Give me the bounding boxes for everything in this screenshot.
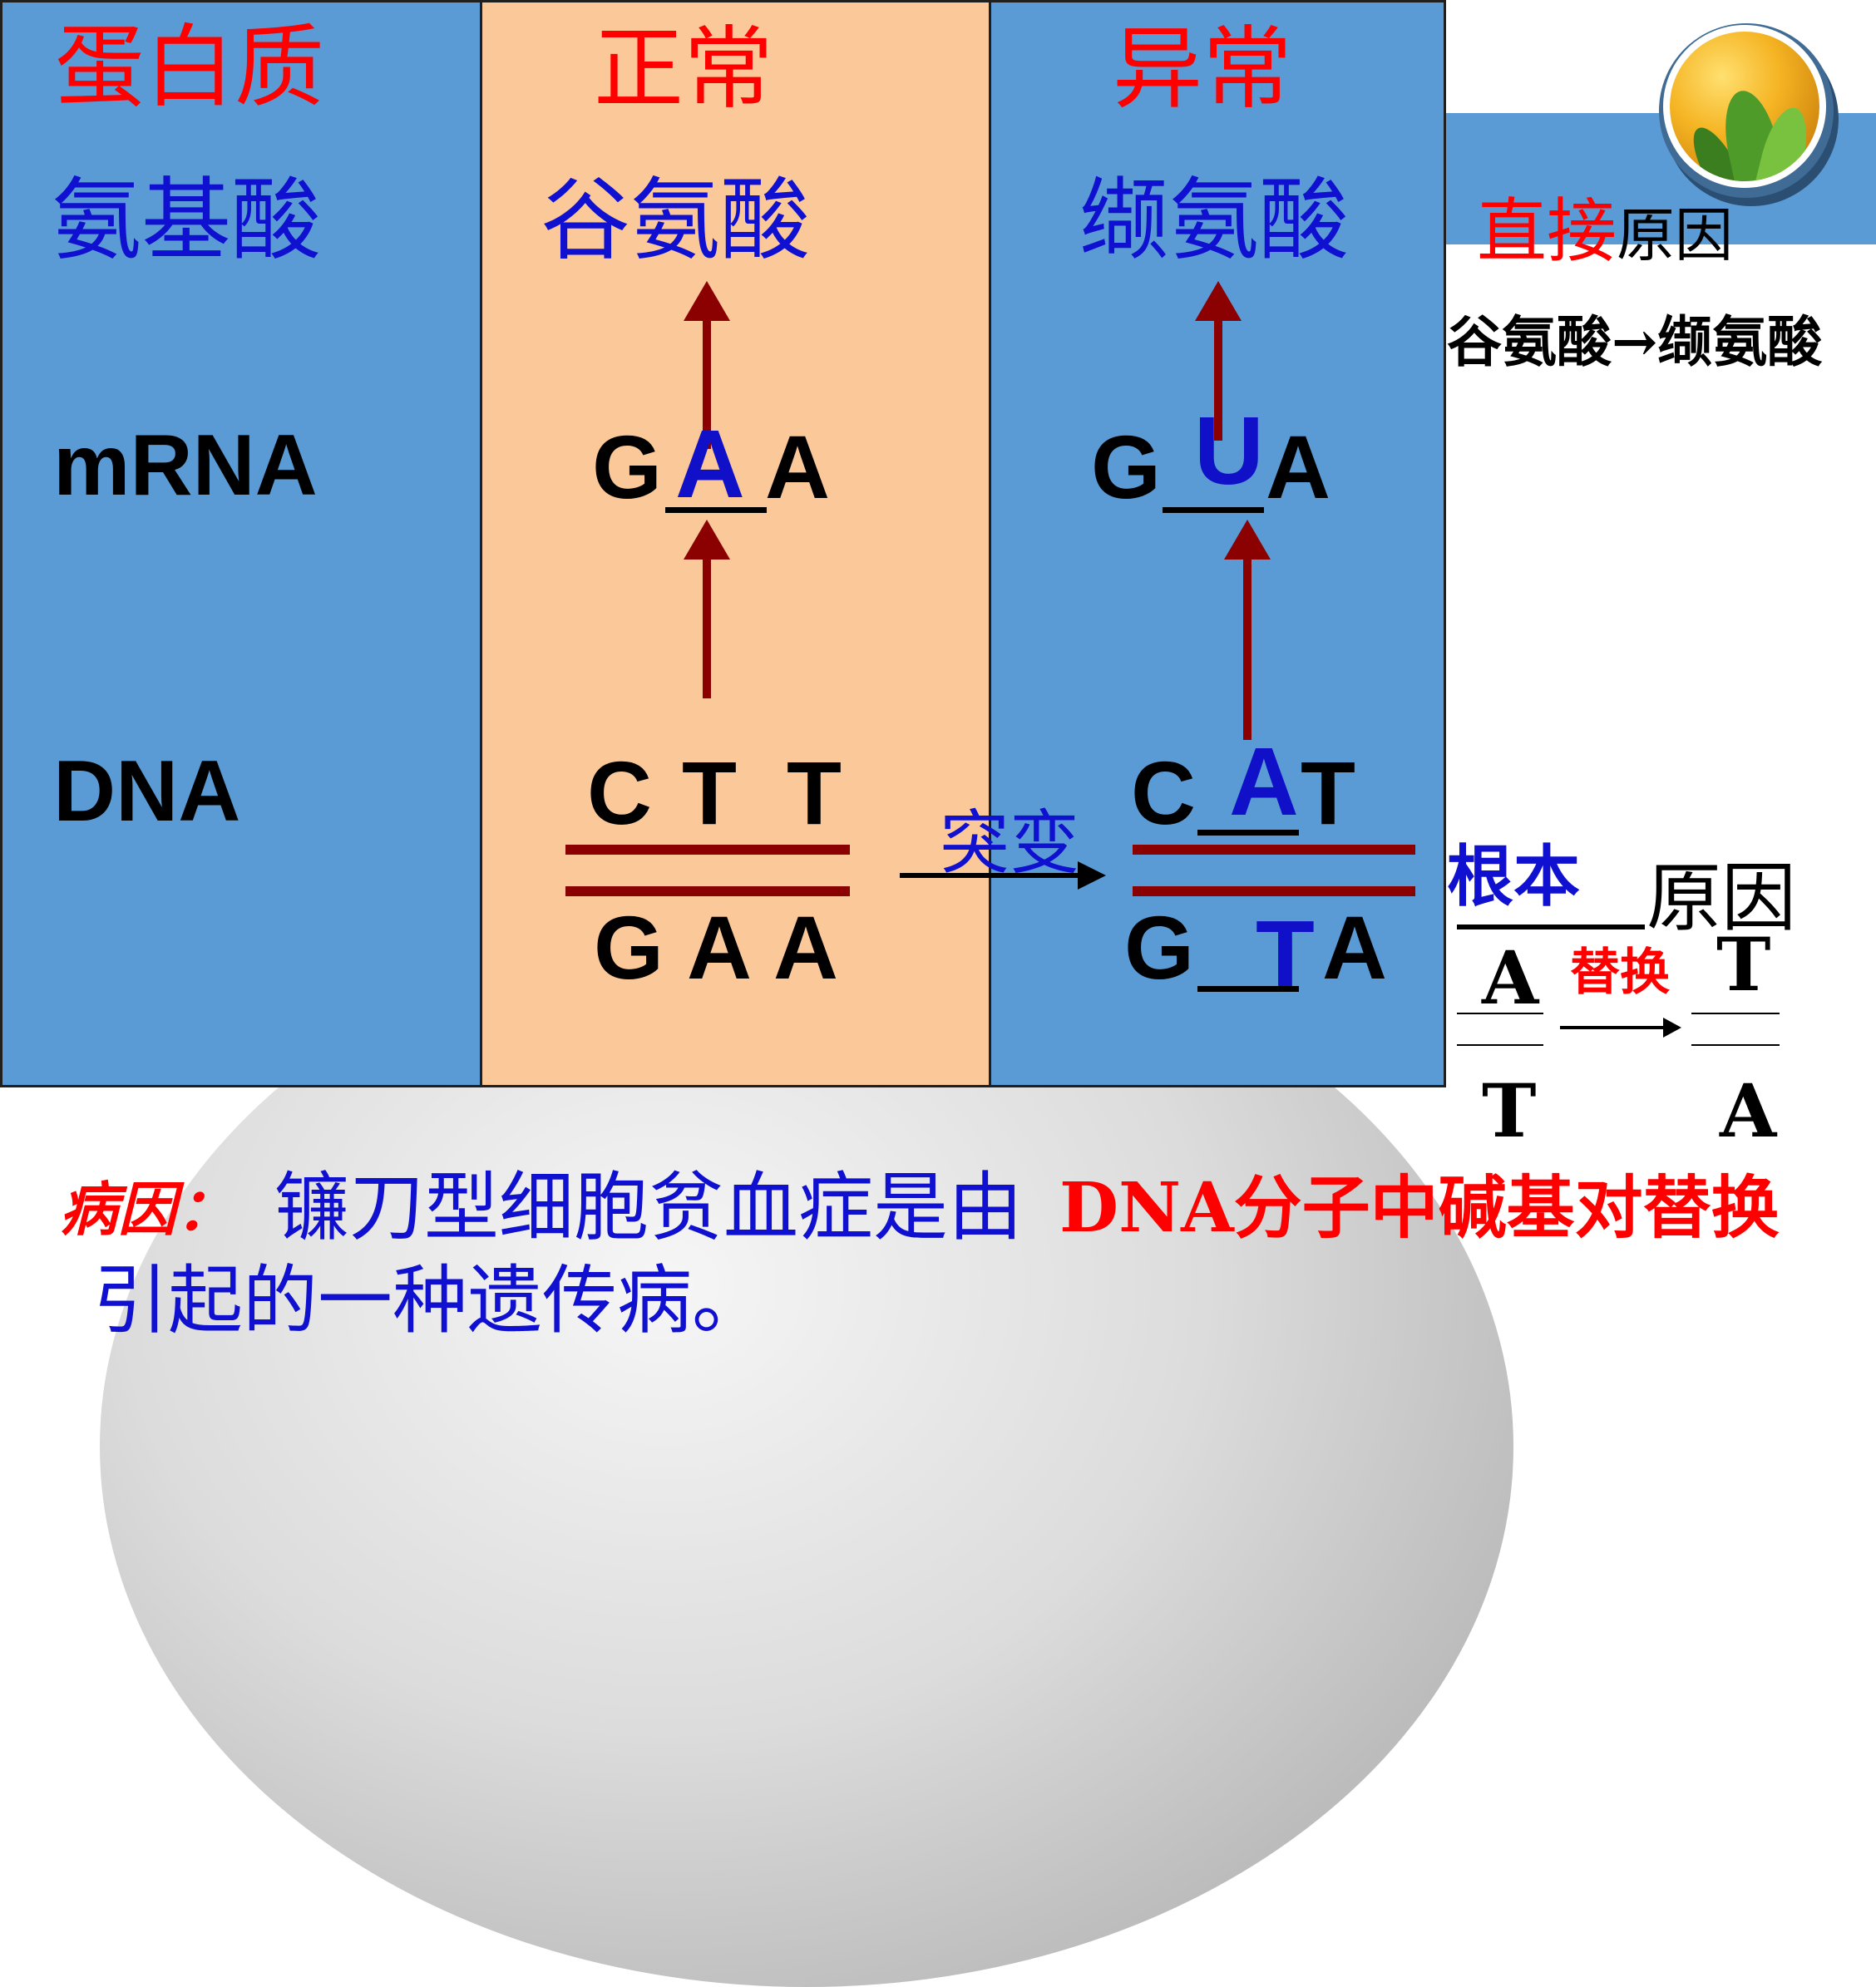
normal-dna-top-3: T bbox=[787, 742, 842, 843]
pair-after-line-1 bbox=[1691, 1013, 1780, 1014]
mutation-arrow-shaft bbox=[900, 873, 1083, 878]
abnormal-mrna-base-1: G bbox=[1091, 417, 1162, 517]
direct-cause-rest: 原因 bbox=[1617, 201, 1734, 269]
root-cause-blank-line bbox=[1457, 924, 1645, 929]
conclusion-text-highlight: DNA分子中碱基对替换 bbox=[1059, 1168, 1780, 1248]
normal-dna-strand-top bbox=[565, 845, 850, 855]
normal-title: 正常 bbox=[594, 17, 774, 121]
replace-label: 替换 bbox=[1570, 944, 1670, 1002]
mutation-label: 突变 bbox=[940, 802, 1080, 884]
abnormal-dna-bottom-1: G bbox=[1124, 897, 1195, 998]
direct-cause: 直接原因 bbox=[1477, 196, 1733, 266]
normal-dna-bottom-3: A bbox=[773, 897, 838, 998]
replace-arrow-shaft bbox=[1560, 1026, 1668, 1029]
panel-labels bbox=[0, 0, 482, 1087]
abnormal-amino-acid: 缬氨酸 bbox=[1079, 169, 1350, 273]
abnormal-dna-top-2: A bbox=[1229, 727, 1299, 836]
pair-before-top: A bbox=[1482, 934, 1539, 1021]
pair-before-line-1 bbox=[1457, 1013, 1543, 1014]
conclusion-label: 病因： bbox=[60, 1175, 234, 1244]
dna-label: DNA bbox=[53, 743, 241, 840]
abnormal-upper-arrow-head bbox=[1195, 281, 1242, 321]
normal-lower-arrow-head bbox=[684, 520, 730, 560]
normal-mrna-base-3: A bbox=[765, 417, 830, 517]
abnormal-lower-arrow-head bbox=[1224, 520, 1271, 560]
normal-dna-top-1: C bbox=[587, 742, 652, 843]
pair-before-bottom: T bbox=[1482, 1067, 1537, 1154]
panel-abnormal bbox=[989, 0, 1446, 1087]
normal-upper-arrow-head bbox=[684, 281, 730, 321]
conclusion-text-1: 镰刀型细胞贫血症是由 bbox=[274, 1164, 1023, 1251]
abnormal-dna-top-1: C bbox=[1131, 742, 1196, 843]
abnormal-title: 异常 bbox=[1113, 17, 1293, 121]
root-cause-rest: 原因 bbox=[1646, 855, 1796, 942]
abnormal-dna-bottom-3: A bbox=[1322, 897, 1387, 998]
direct-cause-highlight: 直接 bbox=[1477, 190, 1617, 272]
logo-flower bbox=[1670, 32, 1819, 181]
pair-after-top: T bbox=[1716, 921, 1771, 1008]
normal-upper-arrow-shaft bbox=[703, 316, 711, 449]
normal-mrna-base-2: A bbox=[675, 410, 745, 518]
abnormal-dna-bottom-underline bbox=[1197, 986, 1299, 992]
abnormal-dna-strand-top bbox=[1133, 845, 1415, 855]
normal-dna-top-2: T bbox=[682, 742, 737, 843]
root-cause-highlight: 根本 bbox=[1447, 837, 1580, 915]
mutation-arrow-head bbox=[1078, 861, 1106, 890]
direct-cause-detail: 谷氨酸→缬氨酸 bbox=[1447, 309, 1823, 374]
pair-after-line-2 bbox=[1691, 1044, 1780, 1046]
normal-dna-strand-bottom bbox=[565, 886, 850, 896]
abnormal-mrna-base-3: A bbox=[1266, 417, 1330, 517]
pair-after-bottom: A bbox=[1720, 1067, 1777, 1154]
protein-label: 蛋白质 bbox=[55, 16, 325, 120]
abnormal-dna-top-underline bbox=[1197, 830, 1299, 836]
normal-amino-acid: 谷氨酸 bbox=[541, 169, 811, 273]
abnormal-lower-arrow-shaft bbox=[1243, 553, 1251, 740]
abnormal-mrna-underline bbox=[1163, 507, 1264, 513]
amino-acid-label: 氨基酸 bbox=[52, 169, 322, 273]
abnormal-dna-top-3: T bbox=[1301, 742, 1355, 843]
mrna-label: mRNA bbox=[53, 417, 318, 514]
abnormal-mrna-base-2: U bbox=[1194, 397, 1264, 505]
normal-mrna-underline bbox=[665, 507, 767, 513]
normal-dna-bottom-1: G bbox=[594, 897, 664, 998]
abnormal-upper-arrow-shaft bbox=[1214, 316, 1222, 441]
conclusion-text-2: 引起的一种遗传病。 bbox=[93, 1257, 767, 1344]
normal-lower-arrow-shaft bbox=[703, 553, 711, 698]
normal-mrna-base-1: G bbox=[592, 417, 663, 517]
abnormal-dna-strand-bottom bbox=[1133, 886, 1415, 896]
logo-image bbox=[1663, 25, 1826, 188]
pair-before-line-2 bbox=[1457, 1044, 1543, 1046]
normal-dna-bottom-2: A bbox=[687, 897, 752, 998]
replace-arrow-head bbox=[1663, 1018, 1681, 1038]
